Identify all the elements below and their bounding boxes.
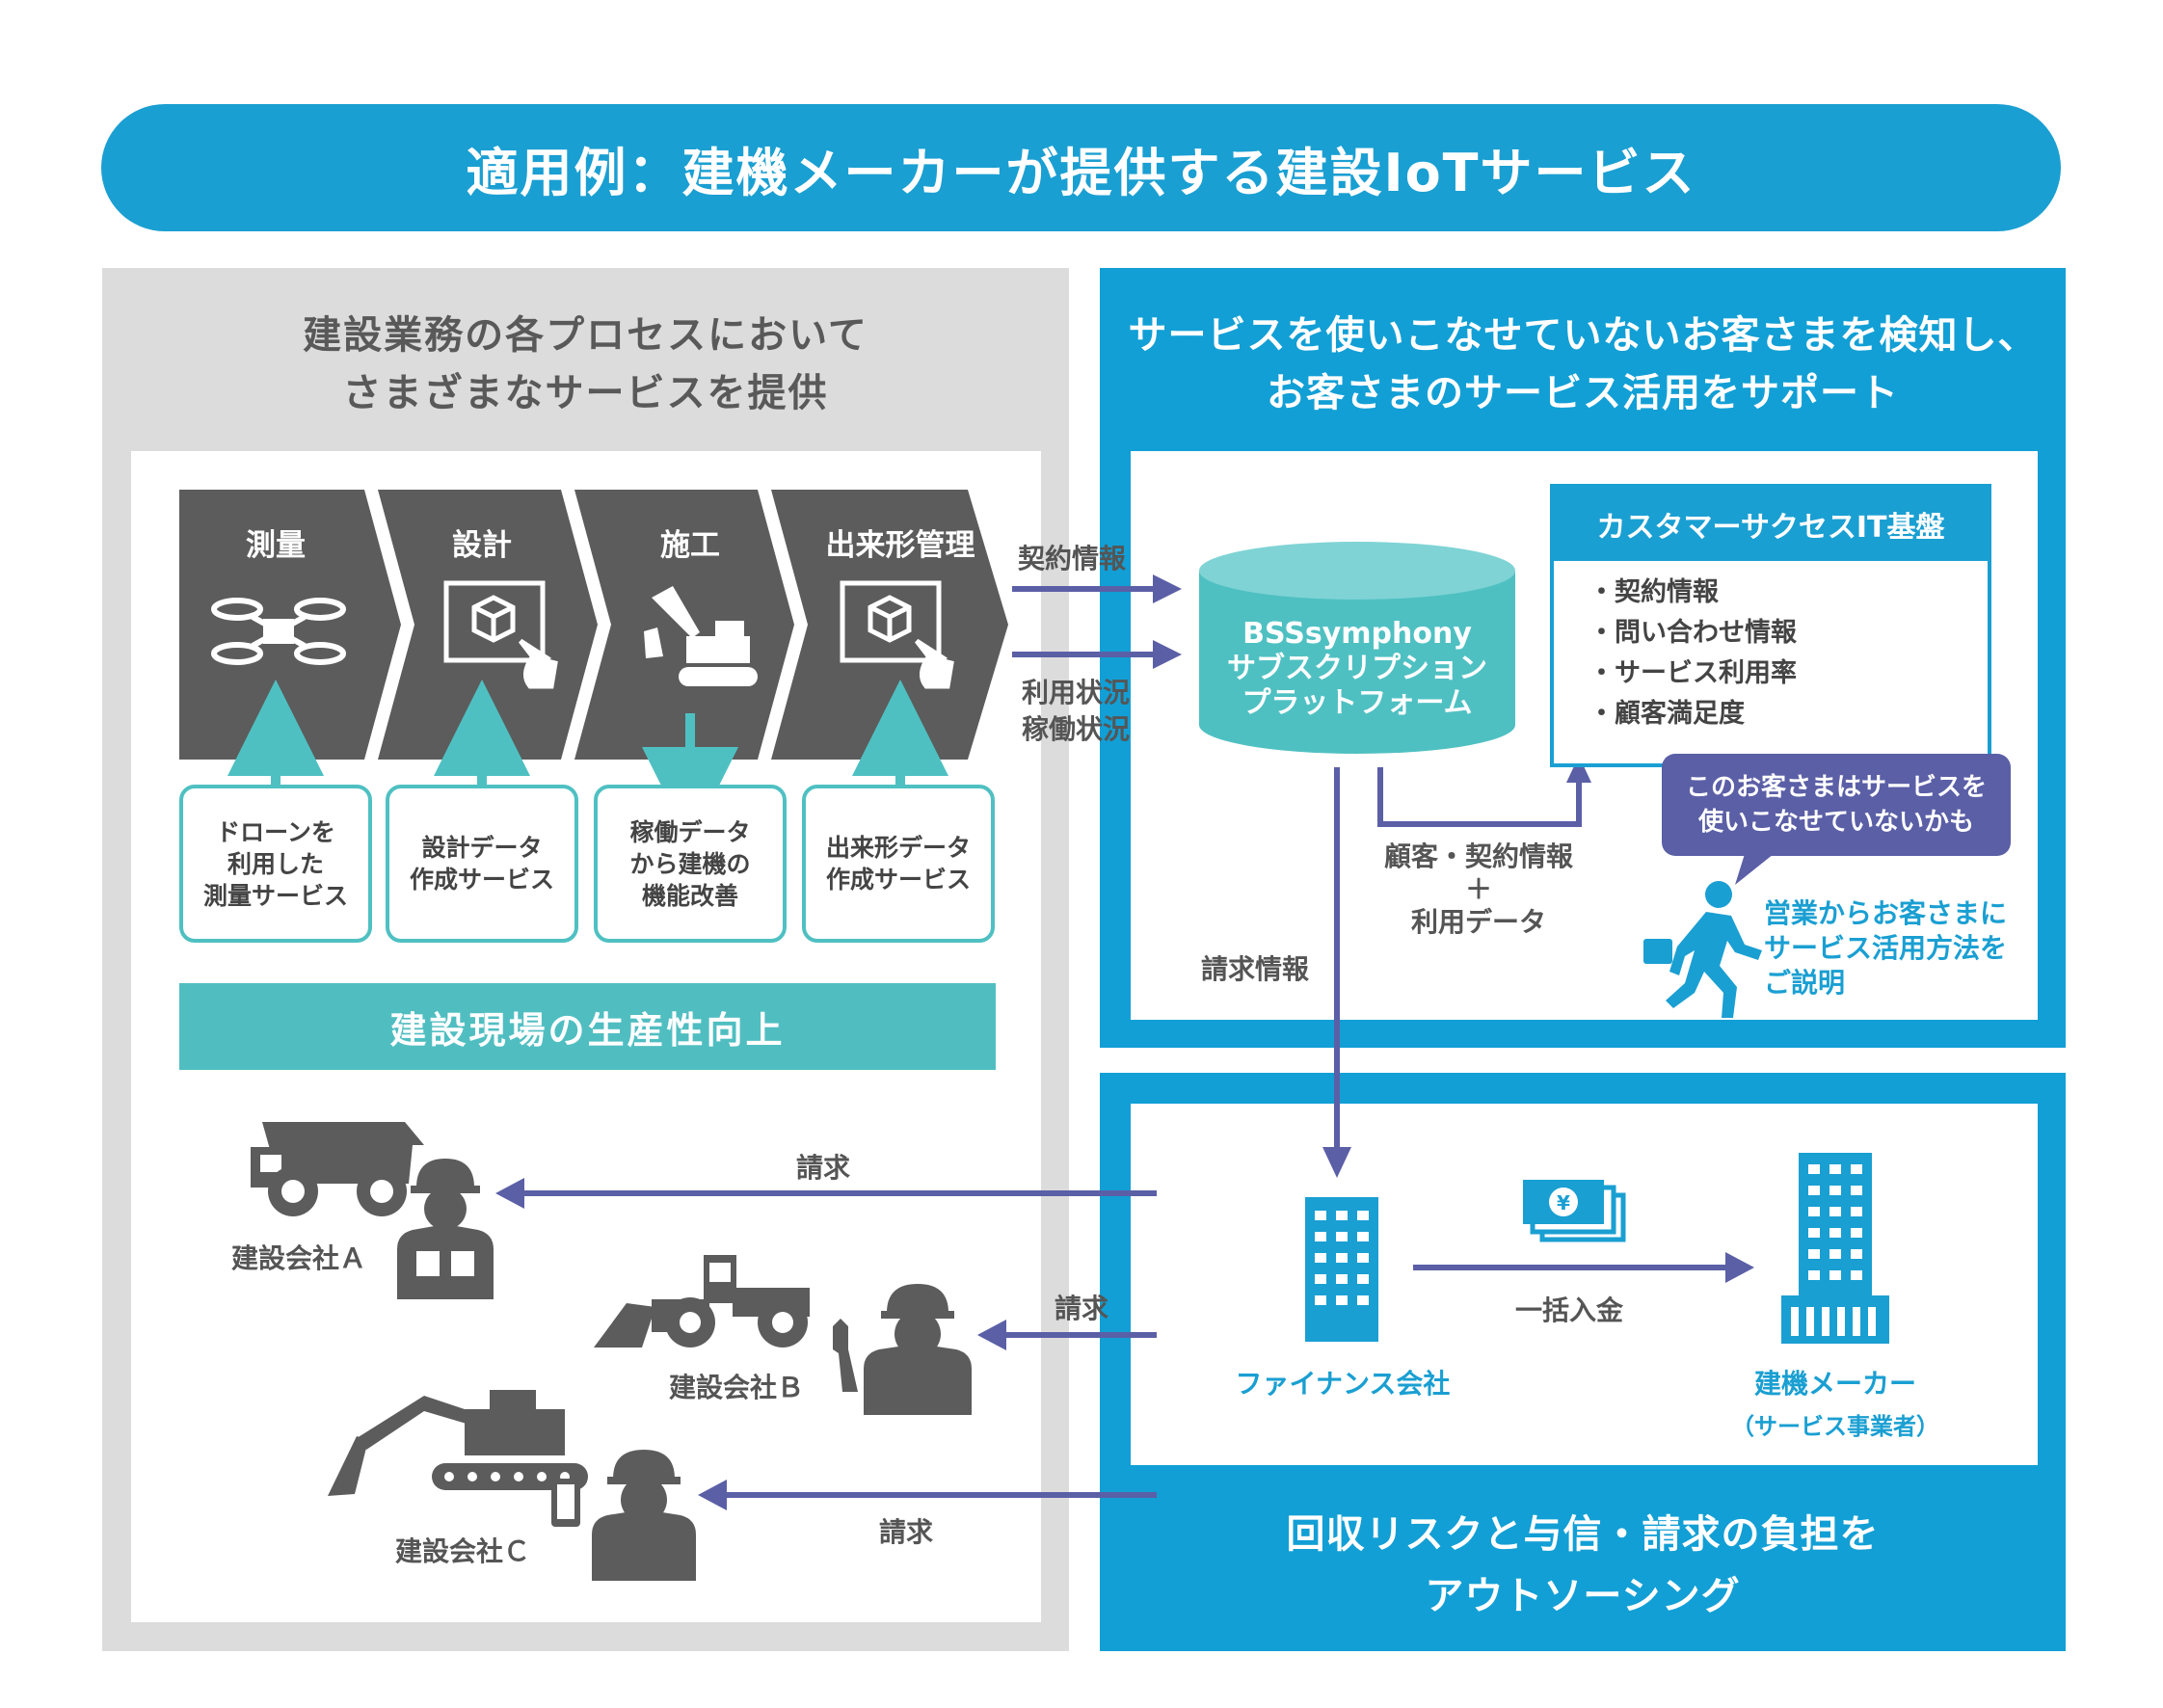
service-text: 設計データ [421, 834, 543, 862]
contract-info-label: 契約情報 [1018, 543, 1127, 574]
bill-a-label: 請求 [796, 1152, 851, 1184]
lump-sum-label: 一括入金 [1515, 1294, 1624, 1326]
customer-line2: ＋ [1464, 873, 1492, 905]
service-text: ドローンを [216, 817, 335, 846]
arrow-usage [1012, 652, 1157, 657]
left-heading-line1: 建設業務の各プロセスにおいて [303, 313, 868, 358]
arrow-lump-sum [1413, 1265, 1731, 1270]
service-text: 作成サービス [825, 866, 971, 894]
service-text: から建機の [629, 849, 751, 878]
platform-cylinder-icon [1199, 542, 1515, 754]
company-a-label: 建設会社Ａ [231, 1242, 367, 1274]
money-icon: ¥ [1523, 1180, 1626, 1242]
cs-item: ・顧客満足度 [1589, 699, 1745, 729]
company-c-label: 建設会社Ｃ [395, 1535, 531, 1567]
right-top-heading-line2: お客さまのサービス活用をサポート [1267, 371, 1899, 415]
service-box-completion: 出来形データ作成サービス [802, 785, 995, 943]
right-bottom-heading: 回収リスクと与信・請求の負担を アウトソーシング [1100, 1504, 2066, 1627]
alert-bubble: このお客さまはサービスを 使いこなせていないかも [1662, 754, 2011, 856]
finance-building-icon [1305, 1197, 1378, 1342]
customer-line1: 顧客・契約情報 [1383, 841, 1573, 872]
platform-line1: BSSsymphony [1242, 617, 1472, 651]
right-bottom-heading-line1: 回収リスクと与信・請求の負担を [1286, 1512, 1880, 1557]
dump-truck-icon [251, 1122, 424, 1216]
service-box-construction: 稼働データから建機の機能改善 [594, 785, 787, 943]
platform-line3: プラットフォーム [1242, 686, 1473, 720]
arrow-bill-a [521, 1190, 1157, 1196]
sales-text: 営業からお客さまに サービス活用方法を ご説明 [1764, 896, 2007, 1001]
design-icon [443, 580, 558, 689]
right-bottom-heading-line2: アウトソーシング [1425, 1574, 1741, 1618]
stage-label-completion: 出来形管理 [825, 528, 975, 563]
customer-success-box: カスタマーサクセスIT基盤 ・契約情報 ・問い合わせ情報 ・サービス利用率 ・顧… [1550, 484, 1991, 767]
service-box-design: 設計データ作成サービス [386, 785, 578, 943]
service-text: 利用した [227, 849, 324, 878]
cs-title: カスタマーサクセスIT基盤 [1554, 488, 1988, 561]
left-heading: 建設業務の各プロセスにおいて さまざまなサービスを提供 [102, 307, 1069, 422]
chevron-design [378, 490, 598, 760]
customer-line3: 利用データ [1410, 906, 1546, 938]
completion-icon [840, 580, 954, 689]
bubble-line2: 使いこなせていないかも [1697, 808, 1974, 837]
company-b-label: 建設会社Ｂ [669, 1372, 805, 1403]
platform-line2: サブスクリプション [1227, 652, 1487, 685]
arrow-billing-info [1334, 767, 1340, 1153]
large-excavator-icon [328, 1390, 588, 1496]
excavator-icon [644, 586, 758, 686]
svg-text:¥: ¥ [1557, 1191, 1570, 1214]
service-text: 出来形データ [825, 834, 971, 862]
service-box-survey: ドローンを利用した測量サービス [179, 785, 372, 943]
bubble-line1: このお客さまはサービスを [1685, 773, 1987, 802]
stage-label-construction: 施工 [660, 528, 720, 563]
bill-b-label: 請求 [1055, 1293, 1109, 1324]
worker-c-icon [551, 1450, 696, 1581]
page-title: 適用例：建機メーカーが提供する建設IoTサービス [101, 104, 2061, 231]
arrow-bill-b [1002, 1332, 1157, 1338]
maker-sub-label: （サービス事業者） [1731, 1413, 1939, 1440]
billing-info-label: 請求情報 [1201, 953, 1310, 985]
maker-label: 建機メーカー [1753, 1368, 1916, 1400]
right-top-heading-line1: サービスを使いこなせていないお客さまを検知し、 [1128, 313, 2038, 358]
bubble-tail [1735, 854, 1774, 885]
customer-data-label: 顧客・契約情報 ＋ 利用データ [1373, 841, 1585, 939]
platform-label: BSSsymphony サブスクリプション プラットフォーム [1199, 617, 1515, 721]
usage-label: 利用状況 稼働状況 [1022, 675, 1130, 748]
cs-item: ・契約情報 [1589, 577, 1719, 607]
arrow-contract [1012, 586, 1157, 592]
cs-item: ・サービス利用率 [1589, 658, 1797, 688]
sales-line3: ご説明 [1764, 967, 1846, 999]
arrow-bill-c [723, 1492, 1157, 1498]
stage-label-design: 設計 [452, 528, 512, 563]
sales-line1: 営業からお客さまに [1764, 897, 2008, 929]
arrow-customer-data [1377, 767, 1582, 827]
left-heading-line2: さまざまなサービスを提供 [342, 371, 829, 415]
service-text: 機能改善 [641, 881, 738, 910]
right-top-heading: サービスを使いこなせていないお客さまを検知し、 お客さまのサービス活用をサポート [1100, 307, 2066, 422]
maker-building-icon [1781, 1153, 1889, 1344]
usage-line2: 稼働状況 [1022, 713, 1131, 745]
service-text: 測量サービス [202, 881, 348, 910]
usage-line1: 利用状況 [1022, 677, 1131, 708]
wheel-loader-icon [594, 1255, 810, 1348]
cs-item: ・問い合わせ情報 [1589, 618, 1797, 648]
stage-label-survey: 測量 [246, 528, 306, 563]
worker-b-icon [833, 1284, 972, 1415]
drone-icon [211, 598, 346, 665]
worker-a-icon [397, 1159, 494, 1299]
service-text: 稼働データ [629, 817, 751, 846]
salesperson-icon [1643, 881, 1762, 1018]
right-bottom-inner-box [1131, 1104, 2038, 1465]
sales-line2: サービス活用方法を [1764, 932, 2008, 964]
bill-c-label: 請求 [879, 1516, 934, 1548]
service-text: 作成サービス [409, 866, 554, 894]
productivity-bar: 建設現場の生産性向上 [179, 983, 996, 1070]
finance-label: ファイナンス会社 [1235, 1368, 1451, 1400]
